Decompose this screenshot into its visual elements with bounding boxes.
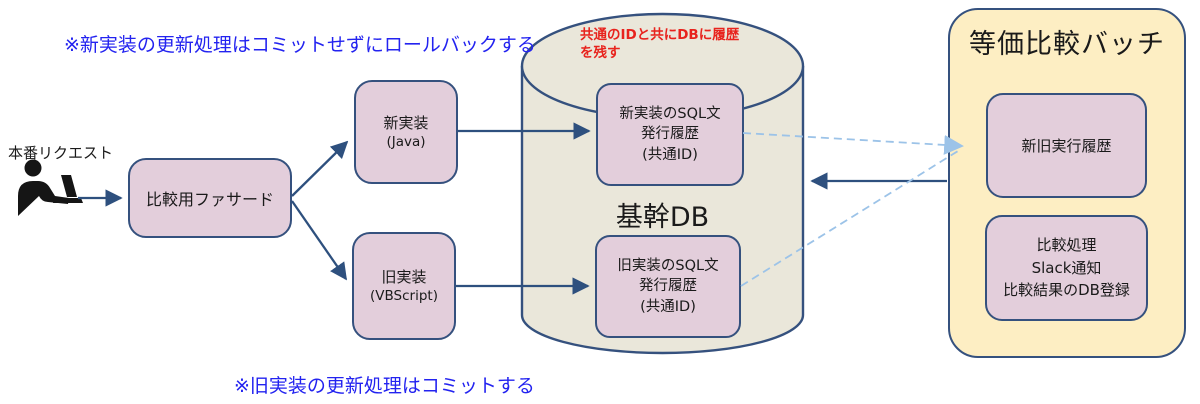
process-line1: 比較処理: [1036, 236, 1097, 255]
history-label: 新旧実行履歴: [1021, 137, 1112, 155]
db-title: 基幹DB: [615, 202, 710, 233]
history-node: 新旧実行履歴: [986, 93, 1147, 198]
old-impl-sublabel: (VBScript): [370, 288, 438, 305]
note-db-history-line1: 共通のIDと共にDBに履歴: [580, 27, 740, 43]
new-sql-log-line3: (共通ID): [642, 146, 698, 163]
process-node: 比較処理 Slack通知 比較結果のDB登録: [985, 215, 1148, 321]
production-request-label: 本番リクエスト: [8, 144, 114, 162]
old-sql-log-line1: 旧実装のSQL文: [617, 258, 719, 275]
arrow-facade-to-new-impl: [291, 140, 349, 197]
dashed-arrow-new-log-to-history: [742, 132, 964, 155]
facade-label: 比較用ファサード: [145, 190, 274, 209]
note-db-history-line2: を残す: [580, 44, 621, 61]
batch-title: 等価比較バッチ: [969, 29, 1165, 60]
new-impl-sublabel: (Java): [386, 134, 426, 151]
new-sql-log-line1: 新実装のSQL文: [619, 106, 721, 123]
note-old-impl-commit: ※旧実装の更新処理はコミットする: [234, 375, 535, 397]
old-impl-node: 旧実装 (VBScript): [352, 232, 456, 340]
old-sql-log-line3: (共通ID): [640, 298, 696, 315]
old-sql-log-node: 旧実装のSQL文 発行履歴 (共通ID): [595, 235, 741, 338]
process-line2: Slack通知: [1031, 258, 1102, 277]
note-new-impl-rollback: ※新実装の更新処理はコミットせずにロールバックする: [64, 34, 536, 56]
new-sql-log-line2: 発行履歴: [641, 126, 699, 143]
arrow-facade-to-old-impl: [291, 200, 347, 281]
old-sql-log-line2: 発行履歴: [639, 278, 697, 295]
person-laptop-icon: [18, 159, 83, 216]
facade-node: 比較用ファサード: [128, 158, 292, 238]
new-impl-label: 新実装: [383, 113, 429, 132]
process-line3: 比較結果のDB登録: [1003, 281, 1130, 300]
new-impl-node: 新実装 (Java): [354, 80, 458, 184]
old-impl-label: 旧実装: [381, 267, 427, 286]
note-db-history: 共通のIDと共にDBに履歴 を残す: [580, 27, 770, 62]
new-sql-log-node: 新実装のSQL文 発行履歴 (共通ID): [596, 83, 744, 186]
